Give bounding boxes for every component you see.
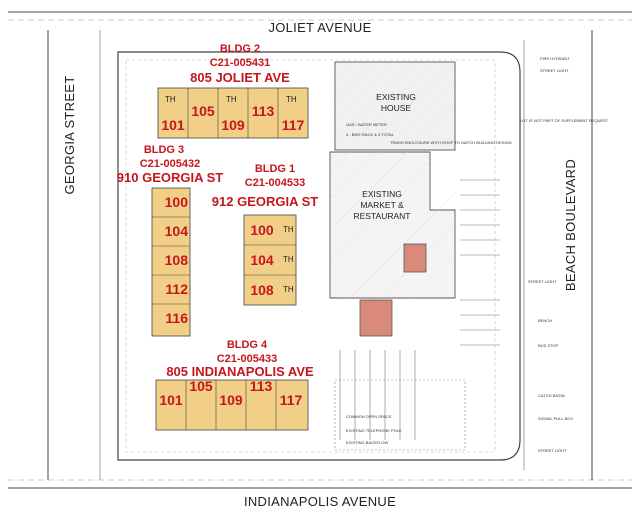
bldg-4-unit-101: 101 xyxy=(159,392,183,408)
note-trash-enclosure: TRASH ENCLOSURE WITH ROOF TO MATCH BUILD… xyxy=(390,140,512,145)
trash-enclosure-south xyxy=(359,299,393,337)
bldg-1-unit-100: 100 xyxy=(250,222,274,238)
bldg-3-unit-112: 112 xyxy=(165,281,188,297)
note-catch-basin: CATCH BASIN xyxy=(538,393,565,398)
bldg-2-unit-113: 113 xyxy=(252,103,275,119)
bldg-4-permit: C21-005433 xyxy=(217,353,278,365)
note-street-light-e: STREET LIGHT xyxy=(528,279,557,284)
note-street-light-se: STREET LIGHT xyxy=(538,448,567,453)
street-west: GEORGIA STREET xyxy=(62,75,77,194)
street-south: INDIANAPOLIS AVENUE xyxy=(244,494,396,509)
note-backflow: EXISTING BACKFLOW xyxy=(346,440,388,445)
note-bench: BENCH xyxy=(538,318,552,323)
bldg-4-label: BLDG 4 xyxy=(227,339,268,351)
bldg-2-unit-109: 109 xyxy=(221,117,245,133)
street-east: BEACH BOULEVARD xyxy=(563,159,578,291)
existing-house-line1: EXISTING xyxy=(376,92,416,102)
bldg-1-label: BLDG 1 xyxy=(255,163,295,175)
bldg-1-address: 912 GEORGIA ST xyxy=(212,194,318,209)
bldg-2-permit: C21-005431 xyxy=(210,57,271,69)
bldg-1-permit: C21-004533 xyxy=(245,177,306,189)
bldg-4-address: 805 INDIANAPOLIS AVE xyxy=(166,364,314,379)
bldg-2-address: 805 JOLIET AVE xyxy=(190,70,290,85)
bldg-2-unit-101: 101 xyxy=(161,117,185,133)
bldg-3-unit-100: 100 xyxy=(165,194,189,210)
street-north: JOLIET AVENUE xyxy=(268,20,371,35)
bldg-1-th-2: TH xyxy=(283,255,294,264)
note-fire-hydrant: FIRE HYDRANT xyxy=(540,56,570,61)
bldg-4-unit-105: 105 xyxy=(189,378,213,394)
bldg-3-unit-116: 116 xyxy=(165,310,188,326)
bldg-3-units xyxy=(151,187,191,337)
note-street-light-ne: STREET LIGHT xyxy=(540,68,569,73)
bldg-4-unit-117: 117 xyxy=(280,392,303,408)
note-bus-stop: BUS STOP xyxy=(538,343,558,348)
bldg-3-permit: C21-005432 xyxy=(140,158,201,170)
existing-market-line1: EXISTING xyxy=(362,189,402,199)
bldg-1-units xyxy=(243,214,297,306)
bldg-4-units xyxy=(155,379,309,431)
bldg-1-unit-104: 104 xyxy=(250,252,274,268)
existing-market-line2: MARKET & xyxy=(360,200,404,210)
bldg-3-unit-108: 108 xyxy=(165,252,189,268)
bldg-2-th-2: TH xyxy=(226,95,237,104)
note-bike-rack: 4 - BIKE RACK & 3 TOTAL xyxy=(346,132,395,137)
note-gas-meter: GAS / WATER METER xyxy=(346,122,387,127)
bldg-2-label: BLDG 2 xyxy=(220,43,260,55)
bldg-2-unit-105: 105 xyxy=(191,103,215,119)
bldg-4-unit-113: 113 xyxy=(250,378,273,394)
parking-stalls-east xyxy=(339,179,500,440)
trash-enclosure-north xyxy=(403,243,427,273)
bldg-3-label: BLDG 3 xyxy=(144,144,184,156)
note-lot-north: LOT IS NOT PART OF SUFFLEMENT REQUEST xyxy=(520,118,609,123)
bldg-1-unit-108: 108 xyxy=(250,282,274,298)
bldg-1-th-3: TH xyxy=(283,285,294,294)
bldg-3-unit-104: 104 xyxy=(165,223,189,239)
bldg-2-th-1: TH xyxy=(165,95,176,104)
bldg-4-unit-109: 109 xyxy=(219,392,243,408)
bldg-2-units xyxy=(157,87,309,139)
existing-market-line3: RESTAURANT xyxy=(354,211,411,221)
bldg-1-th-1: TH xyxy=(283,225,294,234)
bldg-3-address: 910 GEORGIA ST xyxy=(117,170,223,185)
note-telephone-pole: EXISTING TELEPHONE POLE xyxy=(346,428,402,433)
existing-house-line2: HOUSE xyxy=(381,103,412,113)
bldg-2-th-3: TH xyxy=(286,95,297,104)
note-common-open: COMMON OPEN SPACE xyxy=(346,414,392,419)
bldg-2-unit-117: 117 xyxy=(282,117,305,133)
note-pull-box: SIGNAL PULL BOX xyxy=(538,416,573,421)
